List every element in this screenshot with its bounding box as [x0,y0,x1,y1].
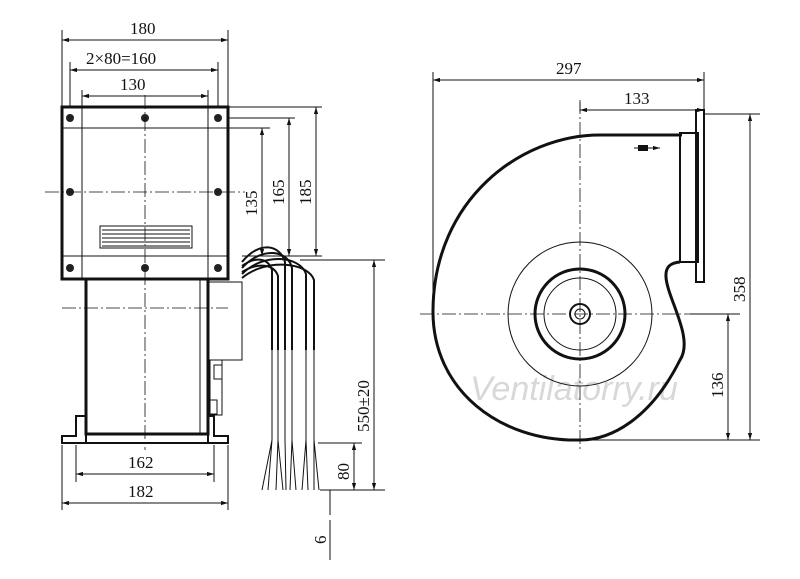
impeller-blades [99,225,193,249]
dim-base-inner: 162 [128,453,154,472]
motor-housing [84,277,210,436]
bolt-hole [214,114,222,122]
dim-height-165: 165 [269,180,288,206]
dim-outlet-width: 130 [120,75,146,94]
base-foot-left [61,415,87,444]
dim-height-total: 358 [730,277,749,303]
bolt-hole [66,264,74,272]
dim-height-135: 135 [242,191,261,217]
bolt-hole [214,264,222,272]
dim-bolt-spacing: 2×80=160 [86,49,156,68]
front-view: 180 2×80=160 130 135 165 185 550±20 80 [45,19,385,560]
dim-cable-end: 6 [311,536,330,545]
dim-axis-height: 136 [708,373,727,399]
watermark-text: Ventilatorry.ru [470,370,678,408]
dim-cable-length: 550±20 [354,380,373,432]
volute-housing [431,133,686,442]
dim-width-total: 180 [130,19,156,38]
dim-length-total: 297 [556,59,582,78]
bolt-hole [66,114,74,122]
junction-box [207,281,243,361]
dim-outlet-offset: 133 [624,89,650,108]
base-foot-right [207,415,229,444]
dim-base-outer: 182 [128,482,154,501]
power-cables [241,246,320,491]
side-view: 297 133 358 136 [420,59,760,450]
dim-height-185: 185 [296,180,315,206]
airflow-arrow-icon [638,145,648,151]
outlet-collar [679,132,699,263]
dim-cable-strip: 80 [334,463,353,480]
